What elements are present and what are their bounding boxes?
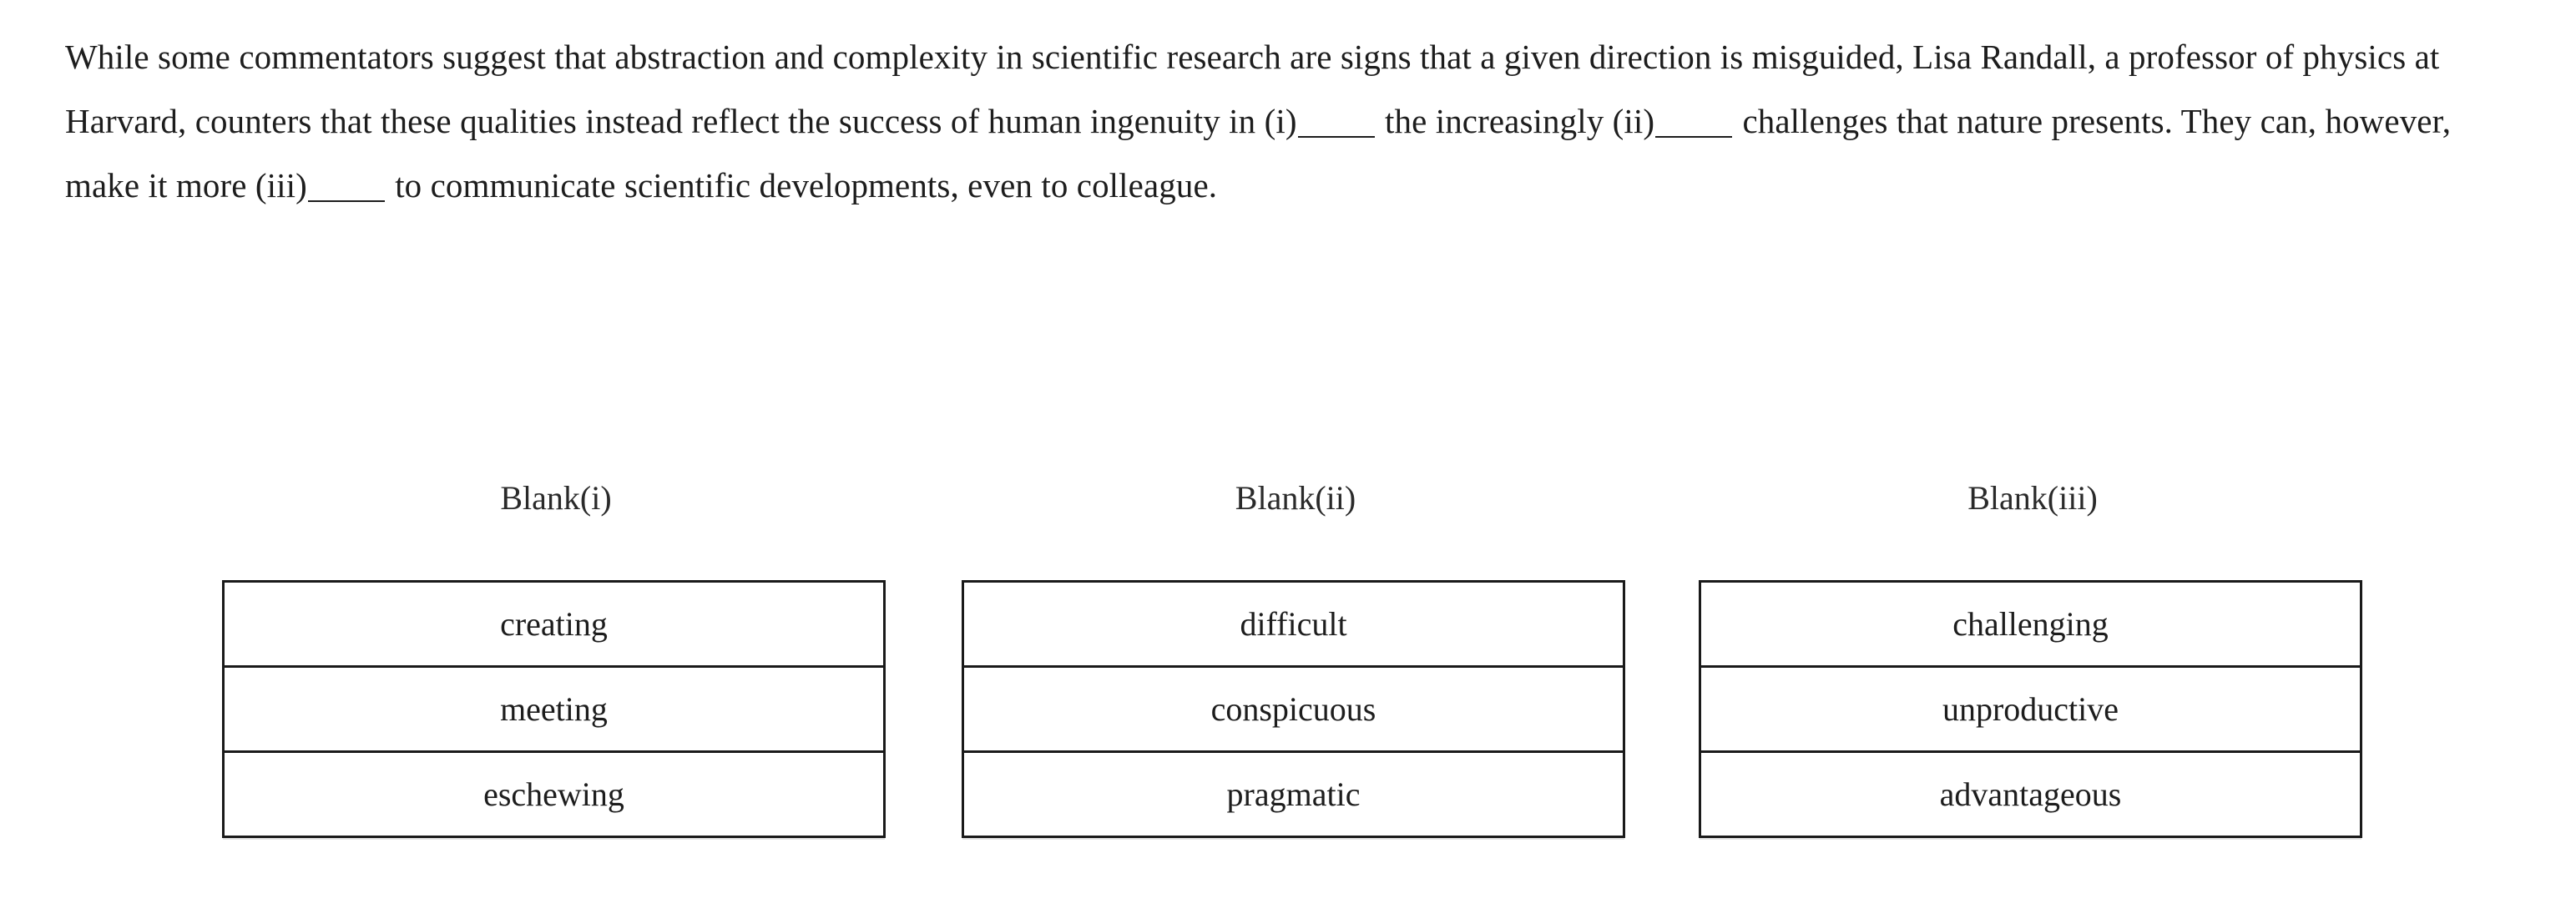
option-cell-iii-2[interactable]: unproductive bbox=[1699, 665, 2362, 753]
option-cell-ii-3[interactable]: pragmatic bbox=[962, 750, 1625, 838]
column-header-blank-iii: Blank(iii) bbox=[1967, 479, 2098, 517]
table-row[interactable]: advantageous bbox=[1699, 750, 2362, 838]
table-row[interactable]: pragmatic bbox=[962, 750, 1625, 838]
blank-iii-underline bbox=[307, 200, 385, 202]
table-row[interactable]: difficult bbox=[962, 580, 1625, 668]
options-table-blank-i: creating meeting eschewing bbox=[222, 580, 886, 838]
table-row[interactable]: challenging bbox=[1699, 580, 2362, 668]
passage-segment-4: to communicate scientific developments, … bbox=[386, 166, 1218, 205]
option-cell-iii-3[interactable]: advantageous bbox=[1699, 750, 2362, 838]
passage-segment-3: challenges that nature presents. They ca… bbox=[65, 102, 2452, 205]
answer-choices-area: Blank(i) creating meeting eschewing Blan… bbox=[0, 480, 2576, 897]
table-row[interactable]: eschewing bbox=[222, 750, 886, 838]
blank-i-underline bbox=[1297, 136, 1375, 138]
table-row[interactable]: conspicuous bbox=[962, 665, 1625, 753]
option-cell-ii-1[interactable]: difficult bbox=[962, 580, 1625, 668]
options-table-blank-ii: difficult conspicuous pragmatic bbox=[962, 580, 1625, 838]
option-cell-i-3[interactable]: eschewing bbox=[222, 750, 886, 838]
passage-text: While some commentators suggest that abs… bbox=[65, 25, 2519, 218]
option-cell-ii-2[interactable]: conspicuous bbox=[962, 665, 1625, 753]
column-header-blank-i: Blank(i) bbox=[500, 479, 612, 517]
table-row[interactable]: meeting bbox=[222, 665, 886, 753]
option-cell-iii-1[interactable]: challenging bbox=[1699, 580, 2362, 668]
option-cell-i-2[interactable]: meeting bbox=[222, 665, 886, 753]
choice-column-blank-ii: Blank(ii) difficult conspicuous pragmati… bbox=[962, 480, 1629, 838]
choice-column-blank-iii: Blank(iii) challenging unproductive adva… bbox=[1699, 480, 2366, 838]
table-row[interactable]: creating bbox=[222, 580, 886, 668]
passage-segment-1: While some commentators suggest that abs… bbox=[65, 38, 2440, 140]
column-header-blank-ii: Blank(ii) bbox=[1235, 479, 1356, 517]
blank-ii-underline bbox=[1655, 136, 1733, 138]
option-cell-i-1[interactable]: creating bbox=[222, 580, 886, 668]
choice-column-blank-i: Blank(i) creating meeting eschewing bbox=[222, 480, 890, 838]
passage-segment-2: the increasingly (ii) bbox=[1376, 102, 1655, 140]
table-row[interactable]: unproductive bbox=[1699, 665, 2362, 753]
options-table-blank-iii: challenging unproductive advantageous bbox=[1699, 580, 2362, 838]
